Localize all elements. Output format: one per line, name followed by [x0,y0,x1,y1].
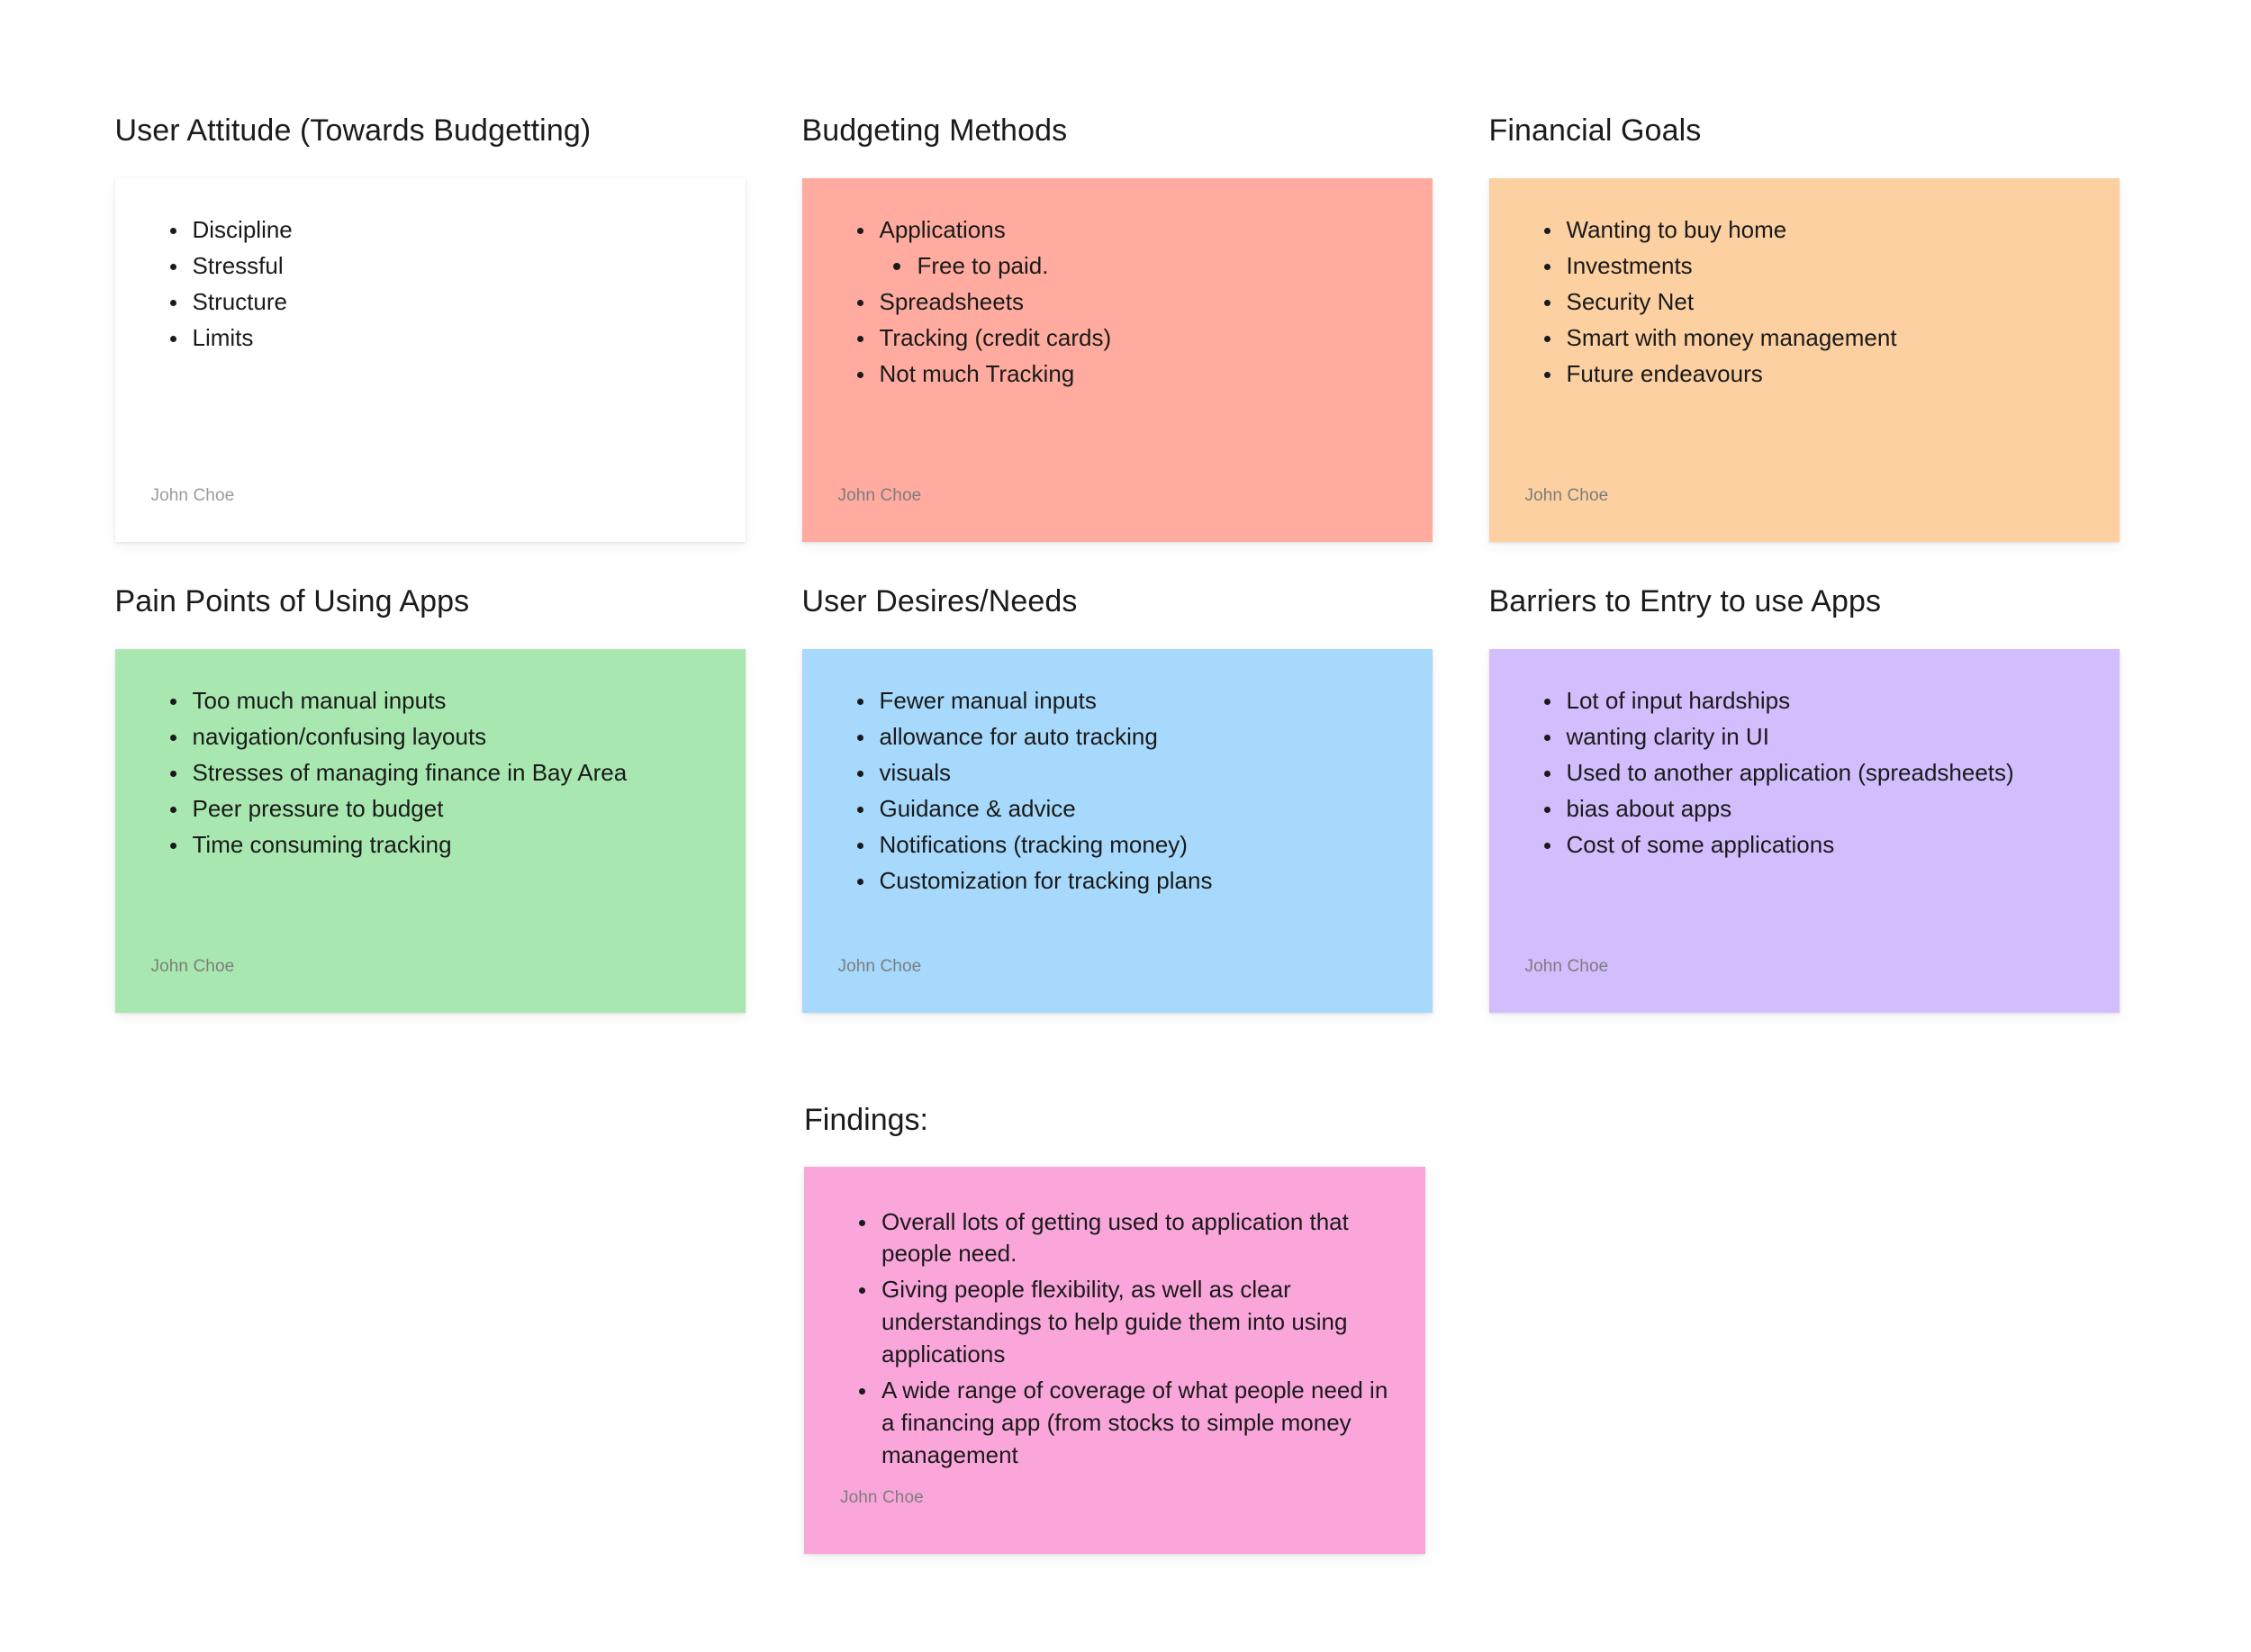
card-author: John Choe [840,1487,924,1507]
group-pain-points: Pain Points of Using Apps Too much manua… [114,542,746,1013]
page-title: User Attitude (Towards Budgetting) [114,113,592,148]
bullet-list: Discipline Stressful Structure Limits [151,218,710,362]
bullet-list: Overall lots of getting used to applicat… [840,1206,1389,1476]
bullet-list: Fewer manual inputs allowance for auto t… [838,689,1397,905]
sticky-card-financial-goals[interactable]: Wanting to buy home Investments Security… [1488,177,2120,542]
list-item: Stresses of managing finance in Bay Area [189,761,710,784]
card-author: John Choe [1524,485,1609,505]
findings-section: Findings: Overall lots of getting used t… [113,1103,2138,1554]
list-item: bias about apps [1563,797,2084,820]
list-item: Too much manual inputs [189,689,710,712]
list-item: wanting clarity in UI [1563,725,2084,748]
list-item: Notifications (tracking money) [876,833,1397,856]
card-author: John Choe [837,485,922,505]
list-item: Spreadsheets [876,290,1397,313]
list-item: Guidance & advice [876,797,1397,820]
page-title: Financial Goals [1488,113,1702,148]
list-item: Not much Tracking [876,362,1397,385]
list-item: Overall lots of getting used to applicat… [878,1206,1389,1271]
list-item: Customization for tracking plans [876,869,1397,892]
card-author: John Choe [150,485,235,505]
list-item: Smart with money management [1563,326,2084,349]
list-item: Stressful [189,254,710,277]
list-item: allowance for auto tracking [876,725,1397,748]
list-item: A wide range of coverage of what people … [878,1375,1389,1472]
list-item: Limits [189,326,710,349]
group-financial-goals: Financial Goals Wanting to buy home Inve… [1488,113,2120,542]
sub-bullet-list: Free to paid. [880,254,1397,277]
list-item: visuals [876,761,1397,784]
page-title: Barriers to Entry to use Apps [1488,583,1882,618]
findings-title: Findings: [804,1102,928,1137]
sticky-card-barriers-to-entry[interactable]: Lot of input hardships wanting clarity i… [1488,648,2120,1013]
list-item: Giving people flexibility, as well as cl… [878,1274,1389,1371]
sticky-card-findings[interactable]: Overall lots of getting used to applicat… [804,1166,1425,1554]
list-item: Security Net [1563,290,2084,313]
card-author: John Choe [150,956,235,976]
list-item: Discipline [189,218,710,241]
group-budgeting-methods: Budgeting Methods Applications Free to p… [801,113,1433,542]
list-item: Cost of some applications [1563,833,2084,856]
bullet-list: Too much manual inputs navigation/confus… [151,689,710,869]
group-user-desires: User Desires/Needs Fewer manual inputs a… [801,542,1433,1013]
sticky-card-user-desires[interactable]: Fewer manual inputs allowance for auto t… [801,648,1433,1013]
list-item: navigation/confusing layouts [189,725,710,748]
list-item: Lot of input hardships [1563,689,2084,712]
sticky-card-budgeting-methods[interactable]: Applications Free to paid. Spreadsheets … [801,177,1433,542]
page-title: Budgeting Methods [801,113,1068,148]
group-user-attitude: User Attitude (Towards Budgetting) Disci… [114,113,746,542]
list-item: Peer pressure to budget [189,797,710,820]
list-item: Applications Free to paid. [876,218,1397,277]
card-author: John Choe [837,956,922,976]
list-item: Future endeavours [1563,362,2084,385]
page-title: Pain Points of Using Apps [114,583,470,618]
list-item: Structure [189,290,710,313]
sticky-card-pain-points[interactable]: Too much manual inputs navigation/confus… [114,648,746,1013]
list-item: Fewer manual inputs [876,689,1397,712]
list-item-label: Applications [879,215,1006,243]
group-barriers-to-entry: Barriers to Entry to use Apps Lot of inp… [1488,542,2120,1013]
bullet-list: Applications Free to paid. Spreadsheets … [838,218,1397,398]
page-title: User Desires/Needs [801,583,1078,618]
bullet-list: Lot of input hardships wanting clarity i… [1525,689,2084,869]
card-grid: User Attitude (Towards Budgetting) Disci… [111,113,2141,1013]
list-item: Tracking (credit cards) [876,326,1397,349]
bullet-list: Wanting to buy home Investments Security… [1525,218,2084,398]
findings-inner: Findings: Overall lots of getting used t… [804,1103,1425,1554]
card-author: John Choe [1524,956,1609,976]
list-item: Used to another application (spreadsheet… [1563,761,2084,784]
sticky-card-user-attitude[interactable]: Discipline Stressful Structure Limits Jo… [114,177,746,542]
list-item: Investments [1563,254,2084,277]
sub-list-item: Free to paid. [914,254,1397,277]
list-item: Wanting to buy home [1563,218,2084,241]
list-item: Time consuming tracking [189,833,710,856]
